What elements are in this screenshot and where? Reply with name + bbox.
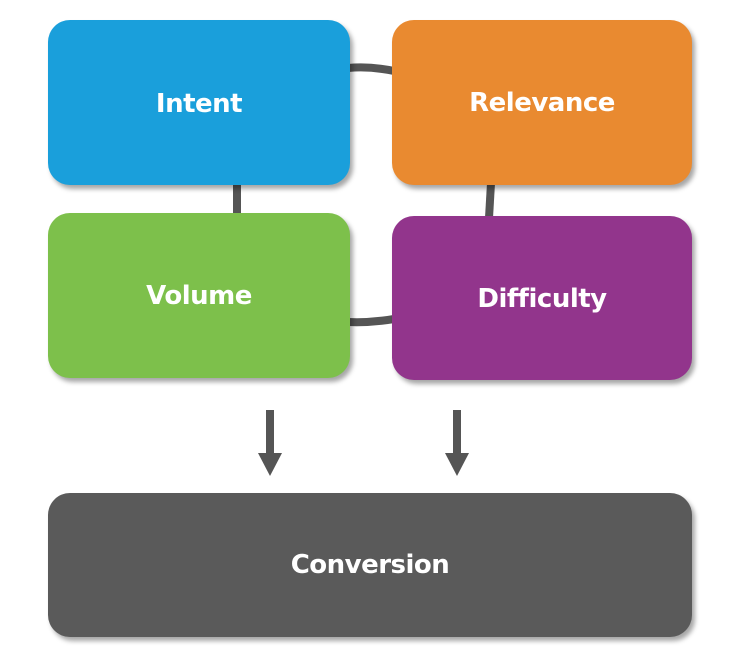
node-conversion: Conversion (48, 493, 692, 637)
node-relevance: Relevance (392, 20, 692, 185)
node-label: Conversion (290, 550, 450, 580)
node-label: Difficulty (477, 284, 607, 314)
node-difficulty: Difficulty (392, 216, 692, 380)
connector-intent-relevance (347, 63, 395, 75)
arrow-shaft (453, 410, 461, 455)
node-volume: Volume (48, 213, 350, 378)
node-label: Relevance (469, 87, 615, 118)
node-intent: Intent (48, 20, 350, 185)
arrow-difficulty-to-conversion (445, 410, 469, 476)
arrow-head (445, 453, 469, 476)
arrow-volume-to-conversion (258, 410, 282, 476)
connector-volume-difficulty (347, 315, 395, 327)
arrow-head (258, 453, 282, 476)
node-label: Intent (155, 88, 243, 119)
connector-relevance-difficulty (485, 182, 495, 219)
arrow-shaft (266, 410, 274, 455)
node-label: Volume (146, 280, 252, 311)
